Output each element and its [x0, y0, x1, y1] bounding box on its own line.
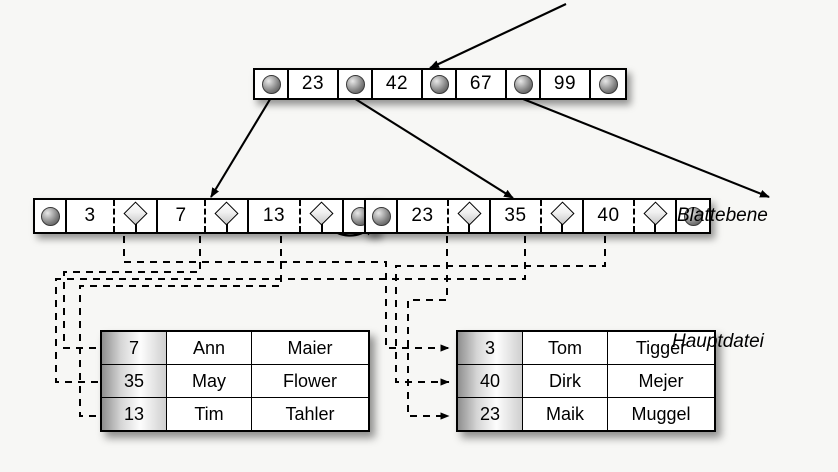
edge-root-to-left-leaf — [210, 95, 273, 198]
label-blattebene: Blattebene — [677, 205, 768, 226]
root-index-node[interactable]: 23 42 67 99 — [253, 68, 627, 100]
root-key-3: 99 — [541, 70, 591, 98]
root-pointer-0[interactable] — [255, 70, 289, 98]
leaf-right-key-1: 35 — [491, 200, 542, 232]
diamond-pointer-icon — [214, 200, 239, 226]
row-id: 7 — [100, 330, 167, 365]
row-first-name: Tim — [166, 397, 252, 432]
edge-root-to-right-leaf — [348, 94, 514, 199]
root-key-2: 67 — [457, 70, 507, 98]
leaf-node-left[interactable]: 3 7 13 — [33, 198, 378, 234]
leaf-right-key-0: 23 — [398, 200, 449, 232]
table-row[interactable]: 13 Tim Tahler — [100, 397, 370, 432]
root-key-1: 42 — [373, 70, 423, 98]
row-id: 23 — [456, 397, 523, 432]
leaf-left-key-2: 13 — [249, 200, 301, 232]
sphere-pointer-icon — [40, 206, 60, 226]
leaf-left-key-0: 3 — [67, 200, 115, 232]
data-table-left[interactable]: 7 Ann Maier 35 May Flower 13 Tim Tahler — [100, 330, 370, 432]
leaf-right-next-pointer[interactable] — [677, 200, 709, 232]
sphere-pointer-icon — [683, 206, 703, 226]
root-pointer-1[interactable] — [339, 70, 373, 98]
row-last-name: Flower — [251, 364, 370, 398]
row-first-name: May — [166, 364, 252, 398]
row-id: 35 — [100, 364, 167, 398]
row-first-name: Ann — [166, 330, 252, 365]
row-last-name: Muggel — [607, 397, 716, 432]
row-last-name: Maier — [251, 330, 370, 365]
root-pointer-3[interactable] — [507, 70, 541, 98]
diamond-pointer-icon — [309, 200, 334, 226]
sphere-pointer-icon — [598, 74, 618, 94]
sphere-pointer-icon — [261, 74, 281, 94]
sphere-pointer-icon — [429, 74, 449, 94]
row-first-name: Tom — [522, 330, 608, 365]
row-id: 40 — [456, 364, 523, 398]
leaf-left-record-pointer-1[interactable] — [206, 200, 249, 233]
incoming-root-arrow — [429, 3, 567, 69]
leaf-right-record-pointer-2[interactable] — [635, 200, 677, 233]
row-first-name: Dirk — [522, 364, 608, 398]
row-last-name: Mejer — [607, 364, 716, 398]
sphere-pointer-icon — [513, 74, 533, 94]
row-last-name: Tigger — [607, 330, 716, 365]
table-row[interactable]: 7 Ann Maier — [100, 330, 370, 365]
leaf-right-record-pointer-1[interactable] — [542, 200, 584, 233]
leaf-left-record-pointer-0[interactable] — [115, 200, 158, 233]
edge-root-to-offpage — [512, 94, 770, 198]
diamond-pointer-icon — [123, 200, 148, 226]
root-pointer-2[interactable] — [423, 70, 457, 98]
diamond-pointer-icon — [642, 200, 668, 226]
leaf-right-prev-pointer[interactable] — [366, 200, 398, 232]
row-id: 13 — [100, 397, 167, 432]
leaf-node-right[interactable]: 23 35 40 — [364, 198, 711, 234]
leaf-left-prev-pointer[interactable] — [35, 200, 67, 232]
row-last-name: Tahler — [251, 397, 370, 432]
sphere-pointer-icon — [371, 206, 391, 226]
leaf-right-key-2: 40 — [584, 200, 635, 232]
leaf-left-key-1: 7 — [158, 200, 206, 232]
leaf-right-record-pointer-0[interactable] — [449, 200, 491, 233]
sphere-pointer-icon — [345, 74, 365, 94]
diamond-pointer-icon — [549, 200, 575, 226]
diamond-pointer-icon — [456, 200, 482, 226]
row-id: 3 — [456, 330, 523, 365]
label-hauptdatei: Hauptdatei — [672, 331, 764, 352]
table-row[interactable]: 23 Maik Muggel — [456, 397, 716, 432]
record-link-key-23 — [407, 236, 450, 420]
table-row[interactable]: 35 May Flower — [100, 364, 370, 398]
table-row[interactable]: 40 Dirk Mejer — [456, 364, 716, 398]
root-key-0: 23 — [289, 70, 339, 98]
root-pointer-4[interactable] — [591, 70, 625, 98]
row-first-name: Maik — [522, 397, 608, 432]
leaf-left-record-pointer-2[interactable] — [301, 200, 344, 233]
